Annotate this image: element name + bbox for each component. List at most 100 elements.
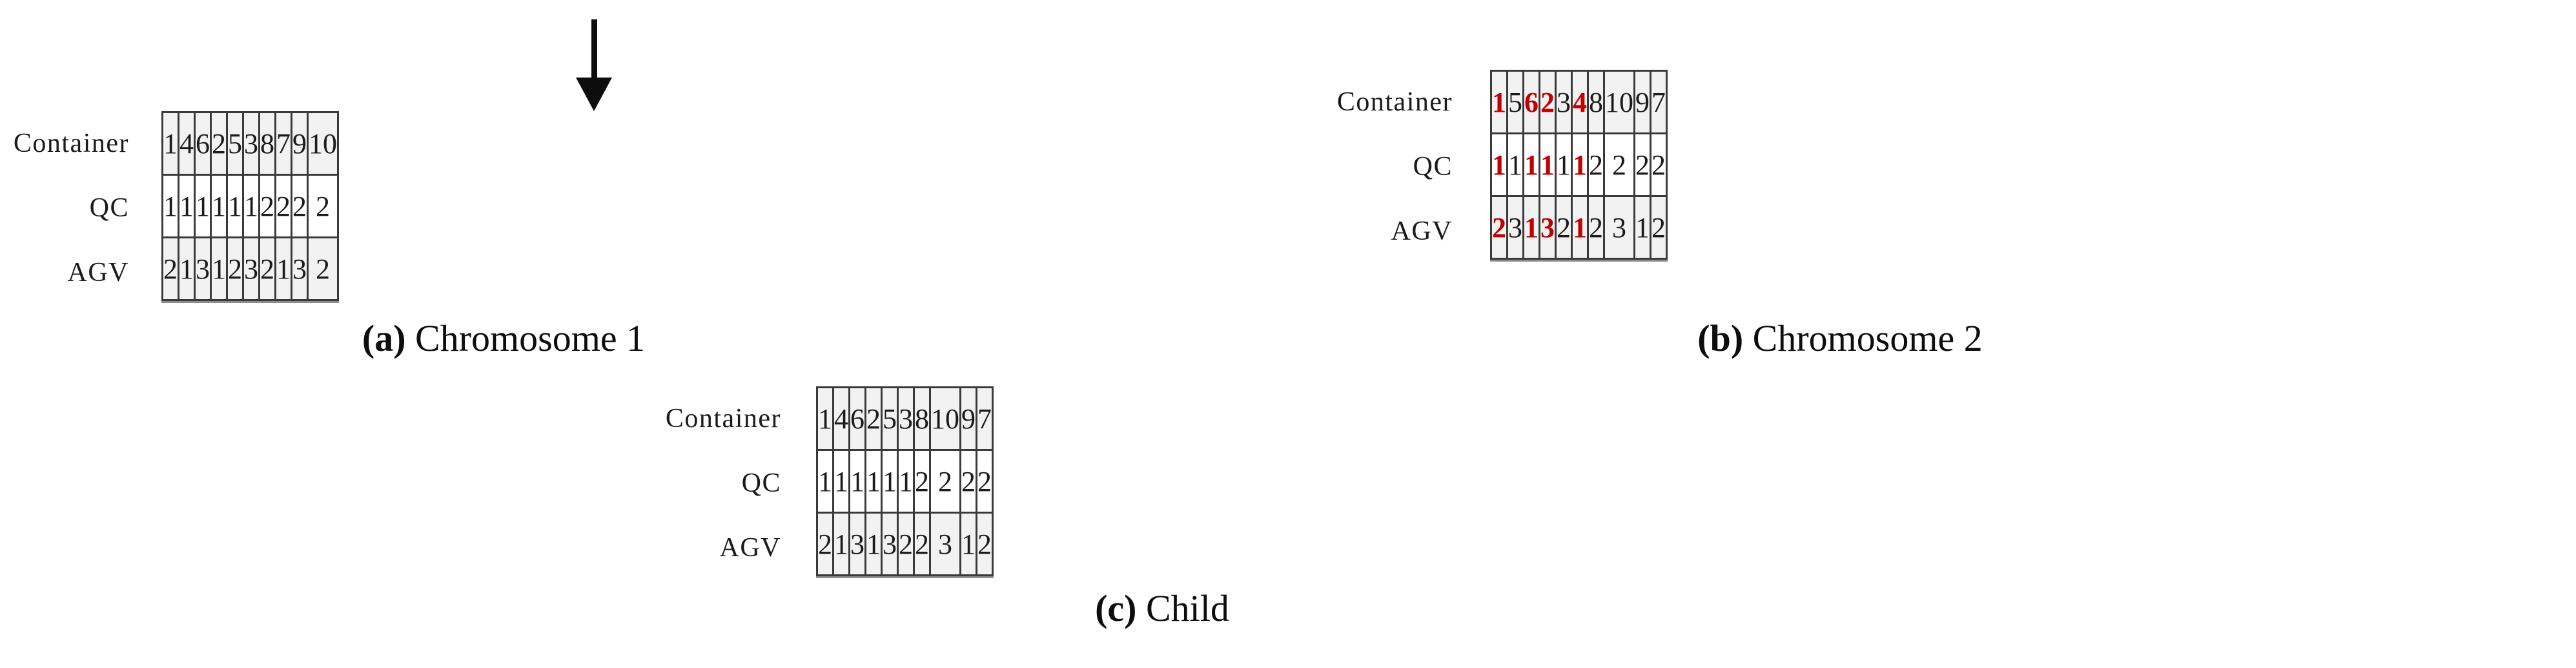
cell: 2: [274, 174, 292, 238]
caption-child: (c) Child: [872, 587, 1453, 630]
cell: 7: [1650, 70, 1668, 134]
cell: 3: [242, 236, 260, 301]
cell: 5: [881, 386, 899, 451]
cell: 1: [1571, 195, 1589, 260]
cell: 2: [1587, 195, 1605, 260]
cell: 9: [1633, 70, 1651, 134]
cell: 2: [913, 449, 931, 514]
caption-marker-a: (a): [362, 317, 406, 359]
row-label-container-b: Container: [1336, 87, 1453, 117]
cell: 3: [929, 512, 961, 576]
cell: 1: [1555, 132, 1573, 197]
row-label-agv-c: AGV: [719, 533, 781, 563]
chromosome-1-table: 1 4 6 2 5 3 8 7 9 10 1 1 1 1 1 1 2 2 2 2…: [161, 111, 339, 301]
caption-chromosome-2: (b) Chromosome 2: [1549, 317, 2131, 360]
table-row-agv-a: 2 1 3 1 2 3 2 1 3 2: [161, 236, 339, 301]
cell: 2: [307, 236, 339, 301]
cell: 2: [913, 512, 931, 576]
cell: 3: [291, 236, 309, 301]
cell: 1: [832, 512, 850, 576]
cell: 9: [959, 386, 977, 451]
cell: 2: [226, 236, 244, 301]
cell: 2: [976, 449, 994, 514]
caption-marker-c: (c): [1095, 587, 1137, 629]
cell: 4: [1571, 70, 1589, 134]
row-label-container-a: Container: [13, 129, 129, 158]
cell: 1: [816, 449, 834, 514]
cell: 1: [1633, 195, 1651, 260]
cell: 2: [210, 111, 228, 176]
cell: 5: [1506, 70, 1524, 134]
cell: 7: [274, 111, 292, 176]
table-row-qc-a: 1 1 1 1 1 1 2 2 2 2: [161, 174, 339, 238]
row-label-container-c: Container: [665, 404, 781, 433]
table-row-container-a: 1 4 6 2 5 3 8 7 9 10: [161, 111, 339, 176]
cell: 1: [864, 512, 883, 576]
cell: 1: [178, 236, 196, 301]
arrow-head: [576, 78, 612, 111]
cell: 4: [832, 386, 850, 451]
cell: 9: [291, 111, 309, 176]
caption-chromosome-1: (a) Chromosome 1: [213, 317, 794, 360]
cell: 6: [194, 111, 212, 176]
row-label-qc-a: QC: [89, 193, 129, 223]
cell: 8: [913, 386, 931, 451]
cell: 3: [1506, 195, 1524, 260]
cell: 1: [1522, 132, 1540, 197]
cell: 1: [832, 449, 850, 514]
cell: 2: [1490, 195, 1508, 260]
cell: 3: [1603, 195, 1635, 260]
cell: 10: [929, 386, 961, 451]
cell: 1: [1538, 132, 1557, 197]
row-labels-c: Container QC AGV: [659, 386, 807, 580]
chromosome-2-table: 1 5 6 2 3 4 8 10 9 7 1 1 1 1 1 1 2 2 2 2…: [1490, 70, 1668, 260]
cell: 1: [848, 449, 866, 514]
cell: 2: [258, 174, 276, 238]
cell: 2: [258, 236, 276, 301]
cell: 10: [1603, 70, 1635, 134]
crossover-point-arrow-icon: [576, 19, 612, 111]
cell: 2: [1587, 132, 1605, 197]
cell: 1: [1571, 132, 1589, 197]
cell: 1: [210, 174, 228, 238]
cell: 3: [1555, 70, 1573, 134]
cell: 3: [242, 111, 260, 176]
cell: 3: [194, 236, 212, 301]
cell: 4: [178, 111, 196, 176]
table-row-agv-c: 2 1 3 1 3 2 2 3 1 2: [816, 512, 994, 576]
cell: 8: [1587, 70, 1605, 134]
cell: 2: [929, 449, 961, 514]
cell: 6: [1522, 70, 1540, 134]
cell: 1: [1490, 132, 1508, 197]
cell: 1: [178, 174, 196, 238]
cell: 1: [274, 236, 292, 301]
cell: 1: [816, 386, 834, 451]
cell: 2: [864, 386, 883, 451]
table-row-container-c: 1 4 6 2 5 3 8 10 9 7: [816, 386, 994, 451]
cell: 8: [258, 111, 276, 176]
cell: 2: [1555, 195, 1573, 260]
row-label-qc-b: QC: [1413, 152, 1453, 182]
caption-text-b: Chromosome 2: [1743, 317, 1983, 359]
cell: 2: [307, 174, 339, 238]
cell: 1: [161, 111, 179, 176]
cell: 7: [976, 386, 994, 451]
cell: 1: [881, 449, 899, 514]
row-label-qc-c: QC: [741, 468, 781, 498]
cell: 2: [161, 236, 179, 301]
cell: 1: [242, 174, 260, 238]
cell: 1: [194, 174, 212, 238]
cell: 3: [1538, 195, 1557, 260]
caption-marker-b: (b): [1697, 317, 1744, 359]
cell: 2: [1650, 132, 1668, 197]
cell: 2: [291, 174, 309, 238]
cell: 1: [226, 174, 244, 238]
cell: 2: [1633, 132, 1651, 197]
cell: 3: [848, 512, 866, 576]
cell: 1: [1522, 195, 1540, 260]
table-row-container-b: 1 5 6 2 3 4 8 10 9 7: [1490, 70, 1668, 134]
cell: 3: [897, 386, 915, 451]
cell: 1: [1490, 70, 1508, 134]
child-table: 1 4 6 2 5 3 8 10 9 7 1 1 1 1 1 1 2 2 2 2…: [816, 386, 994, 576]
cell: 1: [210, 236, 228, 301]
